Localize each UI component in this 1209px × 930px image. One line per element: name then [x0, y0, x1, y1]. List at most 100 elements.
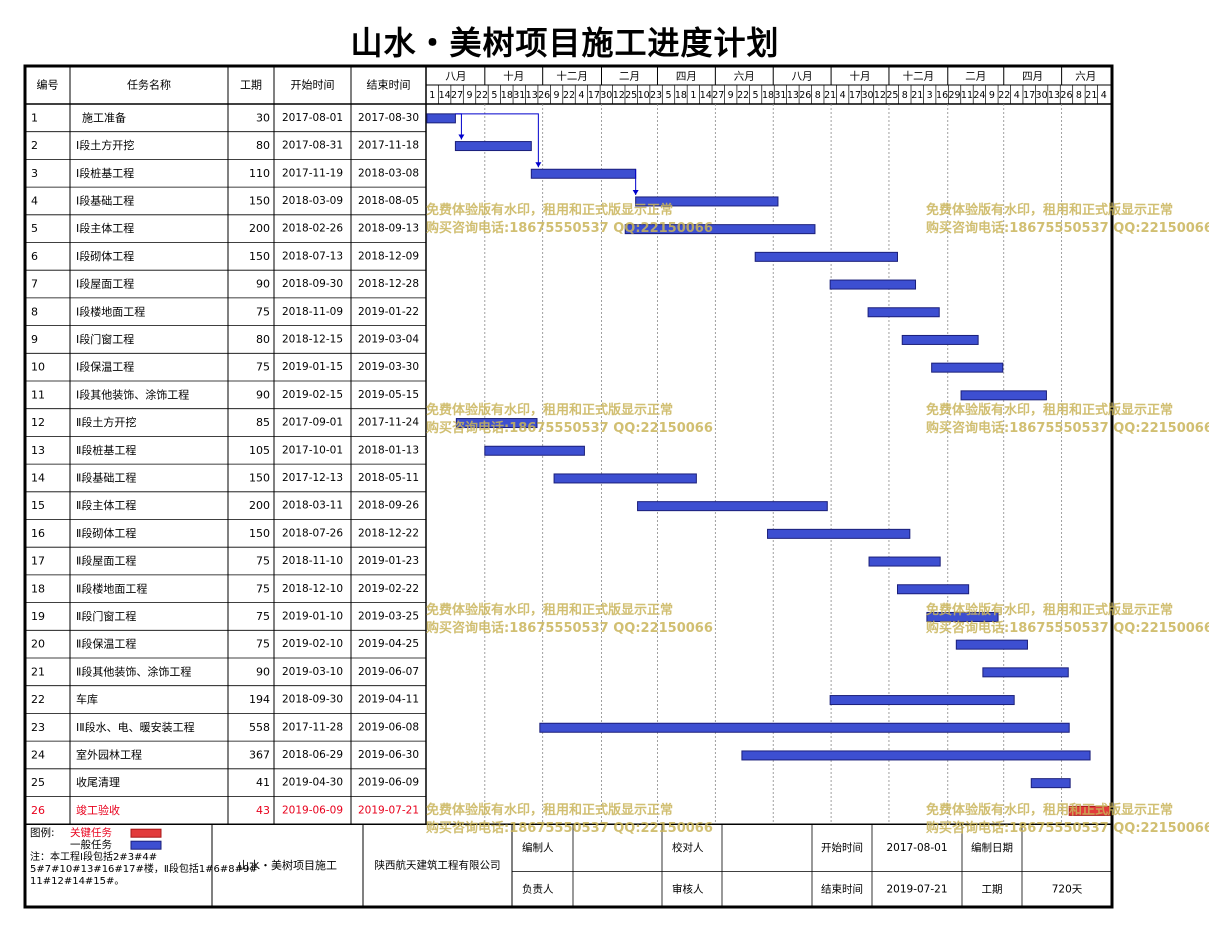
- task-name: Ⅱ段土方开挖: [76, 415, 136, 429]
- day-label: 14: [439, 90, 451, 101]
- footer-end-value: 2019-07-21: [886, 883, 947, 895]
- legend-normal-label: 一般任务: [70, 838, 112, 851]
- gantt-bar: [454, 141, 532, 152]
- task-end: 2018-09-26: [358, 500, 419, 512]
- task-start: 2018-11-10: [282, 555, 343, 567]
- task-start: 2017-11-28: [282, 721, 343, 733]
- gantt-bar: [960, 390, 1047, 401]
- month-label: 八月: [792, 71, 813, 83]
- task-duration: 80: [256, 139, 270, 152]
- task-end: 2018-01-13: [358, 444, 419, 456]
- day-label: 9: [554, 90, 560, 101]
- day-label: 26: [538, 90, 550, 101]
- task-duration: 75: [256, 305, 270, 318]
- day-label: 29: [948, 90, 960, 101]
- gantt-bar: [868, 556, 941, 567]
- task-start: 2018-09-30: [282, 694, 343, 706]
- day-label: 18: [501, 90, 513, 101]
- day-label: 4: [1014, 90, 1020, 101]
- task-end: 2018-12-28: [358, 278, 419, 290]
- task-start: 2017-08-01: [282, 112, 343, 124]
- gantt-bar: [867, 307, 940, 318]
- task-duration: 43: [256, 804, 270, 817]
- task-start: 2018-07-26: [282, 527, 343, 539]
- month-label: 十月: [503, 70, 524, 83]
- task-end: 2018-08-05: [358, 195, 419, 207]
- month-label: 八月: [445, 71, 466, 83]
- task-end: 2019-06-30: [358, 749, 419, 761]
- task-duration: 150: [249, 471, 270, 484]
- task-id: 26: [31, 804, 45, 817]
- gantt-bar: [426, 113, 456, 124]
- footer-duration-value: 720天: [1052, 883, 1083, 895]
- task-name: Ⅱ段砌体工程: [76, 526, 136, 540]
- dependency-arrow: [455, 113, 539, 168]
- task-name: Ⅰ段屋面工程: [76, 277, 134, 291]
- month-label: 二月: [965, 71, 986, 83]
- day-label: 23: [650, 90, 662, 101]
- day-label: 31: [513, 90, 525, 101]
- task-start: 2018-12-15: [282, 333, 343, 345]
- day-label: 3: [927, 90, 933, 101]
- task-start: 2018-03-09: [282, 195, 343, 207]
- task-id: 11: [31, 388, 45, 401]
- legend-note-line: 11#12#14#15#。: [30, 876, 124, 887]
- task-duration: 41: [256, 776, 270, 789]
- day-label: 5: [491, 90, 497, 101]
- legend-note-line: 注：本工程Ⅰ段包括2#3#4#: [30, 850, 157, 863]
- day-label: 5: [665, 90, 671, 101]
- task-start: 2019-04-30: [282, 777, 343, 789]
- gantt-bar: [829, 695, 1015, 706]
- task-end: 2019-03-30: [358, 361, 419, 373]
- month-label: 六月: [734, 71, 755, 83]
- day-label: 26: [799, 90, 811, 101]
- task-end: 2017-11-18: [358, 140, 419, 152]
- gantt-bar: [530, 168, 637, 179]
- day-label: 14: [700, 90, 712, 101]
- gantt-bar: [955, 639, 1028, 650]
- gantt-bar: [754, 251, 898, 262]
- arrow-head: [632, 189, 639, 195]
- task-id: 3: [31, 167, 38, 180]
- task-start: 2019-06-09: [282, 804, 343, 816]
- task-id: 14: [31, 471, 45, 484]
- day-label: 24: [973, 90, 985, 101]
- day-label: 4: [578, 90, 584, 101]
- task-duration: 80: [256, 333, 270, 346]
- footer-checker-label: 校对人: [672, 841, 704, 854]
- month-label: 四月: [676, 71, 697, 83]
- task-name: Ⅰ段其他装饰、涂饰工程: [76, 387, 189, 401]
- task-name: 室外园林工程: [76, 747, 142, 761]
- task-start: 2017-10-01: [282, 444, 343, 456]
- task-name: Ⅱ段屋面工程: [76, 554, 136, 568]
- column-header: 任务名称: [127, 78, 171, 92]
- task-id: 12: [31, 416, 45, 429]
- gantt-bar: [901, 334, 979, 345]
- task-duration: 558: [249, 721, 270, 734]
- footer-end-label: 结束时间: [821, 882, 863, 895]
- gantt-bar: [484, 445, 585, 456]
- month-label: 二月: [619, 71, 640, 83]
- task-duration: 150: [249, 194, 270, 207]
- day-label: 8: [1076, 90, 1082, 101]
- task-start: 2017-12-13: [282, 472, 343, 484]
- task-id: 4: [31, 194, 38, 207]
- task-duration: 150: [249, 527, 270, 540]
- column-header: 开始时间: [291, 78, 335, 92]
- day-label: 4: [840, 90, 846, 101]
- task-id: 9: [31, 333, 38, 346]
- task-name: 施工准备: [82, 110, 126, 124]
- footer-project: 山水・美树项目施工: [238, 858, 337, 872]
- task-id: 7: [31, 278, 38, 291]
- month-label: 六月: [1075, 71, 1096, 83]
- footer-date-label: 编制日期: [971, 841, 1013, 854]
- month-label: 四月: [1022, 71, 1043, 83]
- footer-reviewer-label: 审核人: [672, 882, 704, 895]
- task-start: 2017-11-19: [282, 167, 343, 179]
- gantt-bar: [829, 279, 917, 290]
- task-name: Ⅰ段基础工程: [76, 193, 134, 207]
- task-end: 2019-06-07: [358, 666, 419, 678]
- day-label: 31: [774, 90, 786, 101]
- footer-start-label: 开始时间: [821, 841, 863, 854]
- gantt-bar: [539, 722, 1070, 733]
